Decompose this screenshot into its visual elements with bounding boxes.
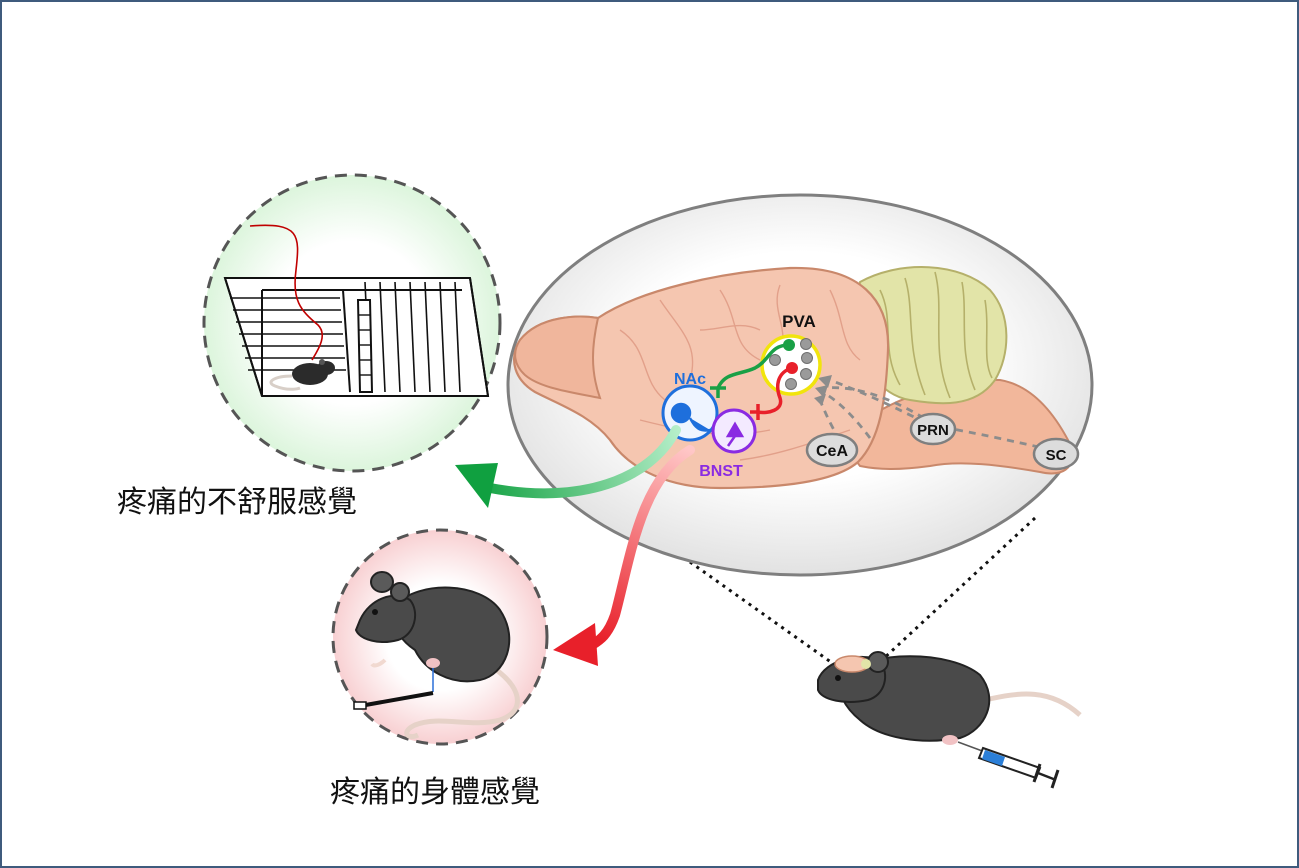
label-pva: PVA [782, 312, 816, 331]
mouse-ear [867, 651, 889, 673]
green-terminal [710, 386, 726, 398]
sensory-pathway-arrow [587, 445, 695, 650]
cea-nucleus [805, 432, 859, 468]
label-bnst: BNST [699, 463, 743, 480]
label-nac: NAc [674, 371, 706, 388]
large-mouse-tail [404, 657, 520, 740]
affective-bubble [202, 173, 502, 473]
large-mouse-ear [370, 571, 394, 593]
large-mouse-body [392, 586, 511, 683]
bnst-neuron [725, 421, 745, 447]
affective-pathway-arrow [485, 425, 681, 499]
cerebrum [513, 266, 890, 490]
pva-neurons [769, 338, 813, 390]
sc-nucleus [1032, 437, 1080, 471]
sensory-arrowhead [553, 623, 598, 666]
mouse-tail-small [269, 374, 301, 391]
syringe-icon [957, 741, 1060, 789]
large-mouse-eye [372, 609, 378, 615]
caption-sensory-pain: 疼痛的身體感覺 [330, 775, 540, 810]
brain-sagittal-view [513, 266, 1074, 490]
sensory-bubble [331, 528, 549, 746]
mouse-tail [984, 691, 1082, 717]
green-projection [716, 343, 790, 389]
prn-nucleus [909, 412, 957, 446]
nac-neuron [670, 402, 711, 432]
avoidance-cage [223, 277, 490, 397]
large-mouse-forepaw [370, 658, 387, 668]
label-prn: PRN [917, 422, 949, 439]
olfactory-bulb [514, 315, 602, 400]
cerebellum-folia [879, 271, 993, 399]
red-terminal [750, 404, 760, 420]
label-cea: CeA [816, 443, 848, 460]
zoom-lines [689, 516, 1037, 667]
large-mouse-head [354, 594, 417, 643]
caption-affective-pain: 疼痛的不舒服感覺 [117, 485, 357, 520]
mouse-hindpaw [942, 735, 958, 745]
affective-arrowhead [455, 463, 498, 508]
injected-mouse [817, 651, 1082, 789]
arrowheads-input [814, 375, 832, 406]
optic-fiber-cable [249, 224, 323, 361]
label-sc: SC [1046, 447, 1067, 464]
von-frey-handle [359, 691, 434, 708]
large-mouse-hindpaw [426, 658, 440, 668]
red-projection [757, 366, 793, 415]
